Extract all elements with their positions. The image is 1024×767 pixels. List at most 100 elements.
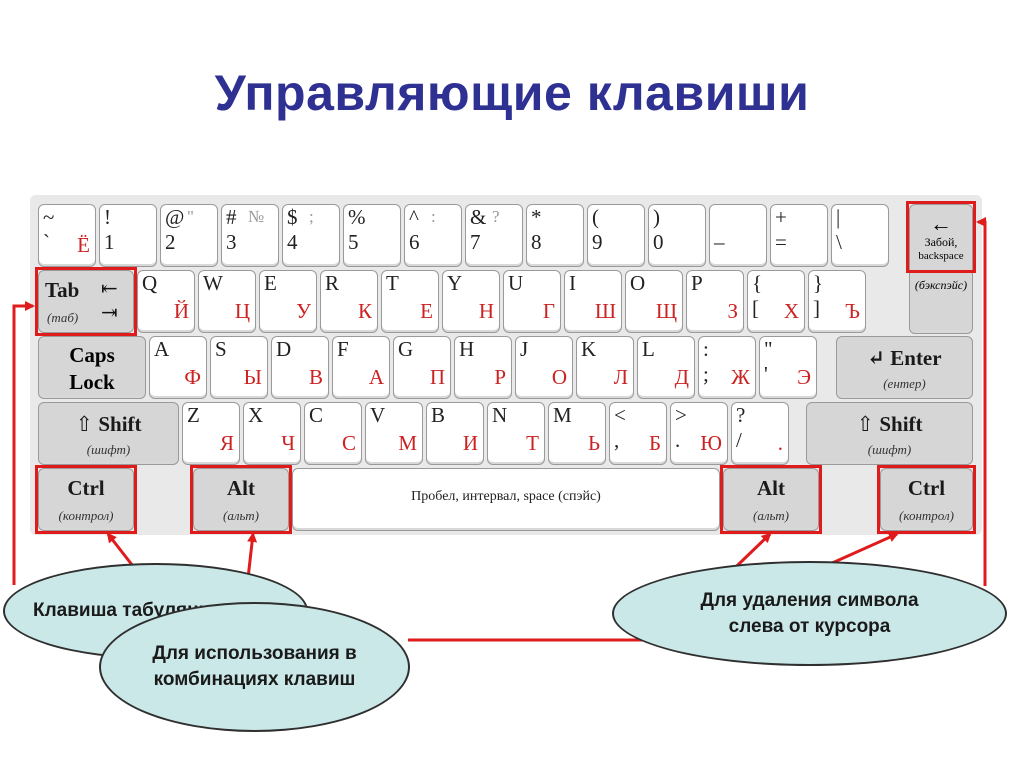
key-glyph-tl: Q — [142, 271, 158, 295]
key-row1-13[interactable]: |\ — [831, 204, 889, 267]
backspace-key-label2: backspace — [918, 250, 964, 262]
enter-key[interactable]: ↵ Enter (ентер) — [836, 336, 973, 399]
key-glyph-br: Д — [674, 365, 689, 389]
space-key[interactable]: Пробел, интервал, space (спэйс) — [292, 468, 720, 531]
caps-lock-key[interactable]: Caps Lock — [38, 336, 146, 399]
key-glyph-tl: W — [203, 271, 223, 295]
key-glyph-br: Ю — [700, 431, 722, 455]
key-glyph-br: С — [341, 431, 356, 455]
key-row1-6[interactable]: ^:6 — [404, 204, 462, 267]
key-row1-9[interactable]: (9 — [587, 204, 645, 267]
key-glyph-br: Н — [478, 299, 494, 323]
tab-key[interactable]: Tab (таб) ⇤⇥ — [38, 270, 134, 333]
backspace-connector-right — [976, 217, 987, 586]
key-glyph-br: Ж — [731, 365, 750, 389]
key-row2-10[interactable]: {[Х — [747, 270, 805, 333]
combination-callout-line1: Для использования в — [152, 643, 357, 664]
key-glyph-bl: / — [736, 428, 742, 452]
key-glyph-tl: ) — [653, 205, 660, 229]
key-row1-1[interactable]: !1 — [99, 204, 157, 267]
key-glyph-tl: D — [276, 337, 292, 361]
left-ctrl-key[interactable]: Ctrl (контрол) — [38, 468, 134, 531]
key-glyph-br: А — [368, 365, 384, 389]
enter-key-label: ↵ Enter — [867, 345, 942, 370]
key-row1-2[interactable]: @"2 — [160, 204, 218, 267]
key-glyph-tl: M — [553, 403, 572, 427]
key-glyph-tl: C — [309, 403, 324, 427]
key-glyph-br: Р — [494, 365, 506, 389]
key-glyph-tl: : — [703, 337, 709, 361]
key-glyph-tl: ? — [736, 403, 746, 427]
key-glyph-bl: = — [775, 230, 787, 254]
key-row1-4[interactable]: $;4 — [282, 204, 340, 267]
right-alt-key[interactable]: Alt (альт) — [723, 468, 819, 531]
combination-callout-line2: комбинациях клавиш — [153, 669, 356, 690]
right-shift-key[interactable]: ⇧ Shift (шифт) — [806, 402, 973, 465]
key-row1-0[interactable]: ~`Ё — [38, 204, 96, 267]
key-row3-10[interactable]: "'Э — [759, 336, 817, 399]
left-shift-key[interactable]: ⇧ Shift (шифт) — [38, 402, 179, 465]
left-alt-key[interactable]: Alt (альт) — [193, 468, 289, 531]
key-glyph-tl: @ — [165, 205, 185, 229]
key-glyph-tl: % — [348, 205, 366, 229]
key-row1-8[interactable]: *8 — [526, 204, 584, 267]
key-glyph-tl: L — [642, 337, 655, 361]
key-row1-10[interactable]: )0 — [648, 204, 706, 267]
backspace-key[interactable]: ← Забой, backspace (бэкспэйс) — [909, 204, 973, 334]
key-row4-9[interactable]: ?/. — [731, 402, 789, 465]
key-glyph-bl: . — [675, 428, 681, 452]
backspace-callout-line1: Для удаления символа — [700, 589, 919, 611]
key-row1-7[interactable]: &?7 — [465, 204, 523, 267]
key-row2-11[interactable]: }]Ъ — [808, 270, 866, 333]
left-shift-sublabel: (шифт) — [86, 442, 131, 457]
key-glyph-tr: ? — [492, 207, 500, 226]
key-row1-11[interactable]: – — [709, 204, 767, 267]
key-glyph-bl: 8 — [531, 230, 542, 254]
key-glyph-br: Ш — [594, 299, 616, 323]
key-row4-8[interactable]: >.Ю — [670, 402, 728, 465]
key-row4-7[interactable]: <,Б — [609, 402, 667, 465]
key-glyph-br: Я — [219, 431, 234, 455]
key-row3-9[interactable]: :;Ж — [698, 336, 756, 399]
key-glyph-tl: $ — [287, 205, 298, 229]
key-glyph-tl: H — [459, 337, 475, 361]
right-shift-sublabel: (шифт) — [867, 442, 912, 457]
combination-callout: Для использования в комбинациях клавиш — [99, 602, 410, 732]
right-shift-label: ⇧ Shift — [856, 411, 923, 436]
key-glyph-tl: A — [154, 337, 170, 361]
key-row1-12[interactable]: += — [770, 204, 828, 267]
right-ctrl-key[interactable]: Ctrl (контрол) — [880, 468, 973, 531]
key-glyph-br: Б — [648, 431, 661, 455]
key-glyph-tl: S — [215, 337, 227, 361]
key-glyph-br: . — [777, 431, 783, 455]
key-row1-5[interactable]: %5 — [343, 204, 401, 267]
key-glyph-tl: " — [764, 337, 773, 361]
